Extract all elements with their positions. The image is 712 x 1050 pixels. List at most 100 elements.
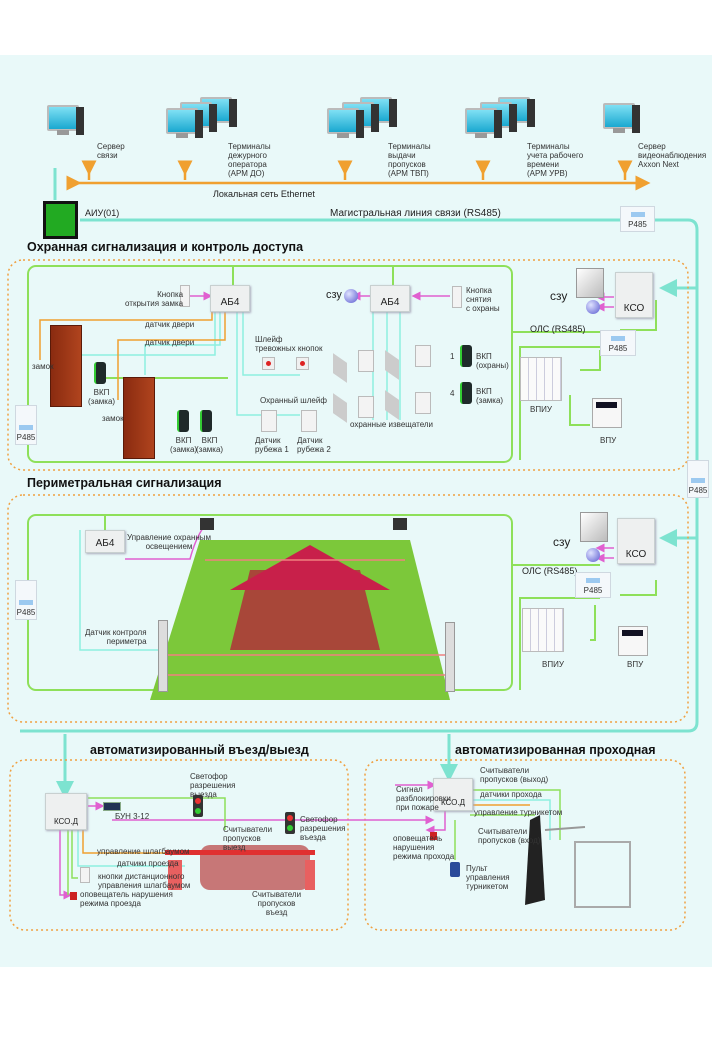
video-server-computer-icon (603, 103, 640, 133)
label-server-comm: Сервер связи (97, 142, 125, 160)
card-reader-icon (460, 345, 472, 367)
terminal-computer-icon (465, 108, 502, 138)
section-title-turnstile: автоматизированная проходная (455, 743, 656, 757)
aiu-device-icon (43, 201, 78, 239)
label-lock-1: замок (32, 362, 54, 371)
label-bun: БУН 3-12 (115, 812, 150, 821)
alarm-button-icon (296, 357, 309, 370)
ksod-unit-vehicle: КСО.Д (45, 793, 87, 830)
vpu-keypad (592, 398, 622, 428)
security-detector-icon (358, 350, 374, 372)
security-detector-icon (415, 345, 431, 367)
terminal-computer-icon (166, 108, 203, 138)
ksod-label: КСО.Д (53, 817, 79, 826)
szu-panel-icon (576, 268, 604, 298)
label-vkp-lock-2: ВКП (замка) (170, 436, 198, 454)
p485-label: Р485 (16, 608, 36, 617)
label-light-exit: Светофор разрешения выезда (190, 772, 236, 799)
label-ols: ОЛС (RS485) (530, 324, 586, 334)
label-pass-sensors: датчики проезда (117, 859, 179, 868)
label-disarm-button: Кнопка снятия с охраны (466, 286, 500, 313)
kso-label: КСО (625, 549, 647, 560)
violation-alarm-icon (70, 892, 77, 900)
vpiu-panel (522, 608, 564, 652)
label-sensor-1: Датчик рубежа 1 (255, 436, 289, 454)
p485-perimeter-left: Р485 (15, 580, 37, 620)
ab4-label: АБ4 (380, 297, 400, 308)
ksod-label: КСО.Д (440, 798, 466, 807)
perimeter-sensor-post (158, 620, 168, 692)
card-reader-icon (177, 410, 189, 432)
barrier-wires (82, 804, 530, 854)
section-title-vehicle: автоматизированный въезд/выезд (90, 743, 309, 757)
vehicle-gate (165, 795, 315, 890)
ab4-unit-2: АБ4 (370, 285, 410, 312)
label-remote-buttons: кнопки дистанционного управления шлагбау… (98, 872, 191, 890)
p485-access-left: Р485 (15, 405, 37, 445)
section-frames (7, 259, 689, 931)
security-detector-icon (358, 396, 374, 418)
p485-label: Р485 (608, 344, 628, 353)
label-open-button: Кнопка открытия замка (125, 290, 184, 308)
label-alarm-loop: Шлейф тревожных кнопок (255, 335, 323, 353)
kso-label: КСО (623, 303, 645, 314)
violation-alarm-icon (430, 832, 437, 840)
card-reader-icon (460, 382, 472, 404)
vpu-keypad (618, 626, 648, 656)
p485-label: Р485 (583, 586, 603, 595)
label-lock-2: замок (102, 414, 124, 423)
label-sensor-2: Датчик рубежа 2 (297, 436, 331, 454)
label-fire-signal: Сигнал разблокировки при пожаре (396, 785, 451, 812)
kso-unit-perimeter: КСО (617, 518, 655, 564)
label-readers-in: Считыватели пропусков (вход) (478, 827, 541, 845)
pass-sensor-wires (77, 799, 551, 867)
turnstile (525, 815, 631, 908)
label-n4: 4 (450, 389, 455, 398)
ab4-unit-1: АБ4 (210, 285, 250, 312)
label-barrier-ctrl: управление шлагбаумом (97, 847, 190, 856)
ab4-label: АБ4 (95, 538, 115, 549)
label-pass-sensors-turnstile: датчики прохода (480, 790, 542, 799)
label-vkp-guard: ВКП (охраны) (476, 352, 509, 370)
bun-display-icon (103, 802, 121, 811)
reader-wires (67, 789, 561, 895)
label-video-server: Сервер видеонаблюдения Axxon Next (638, 142, 707, 169)
server-computer-icon (47, 105, 84, 135)
vpiu-panel (520, 357, 562, 401)
label-readers-exit: Считыватели пропусков выезд (223, 825, 273, 852)
door-icon (50, 325, 82, 407)
label-violation-vehicle: оповещатель нарушения режима проезда (80, 890, 173, 908)
disarm-button-icon (452, 286, 462, 308)
p485-right: Р485 (687, 460, 709, 498)
card-reader-icon (94, 362, 106, 384)
szu-siren-icon (586, 300, 600, 314)
label-readers-entry: Считыватели пропусков въезд (252, 890, 302, 917)
boundary-sensor-icon (301, 410, 317, 432)
kso-unit: КСО (615, 272, 653, 318)
label-vpu: ВПУ (600, 436, 617, 445)
label-trunk: Магистральная линия связи (RS485) (330, 208, 501, 219)
label-readers-out: Считыватели пропусков (выход) (480, 766, 549, 784)
label-perimeter-sensor: Датчик контроля периметра (85, 628, 147, 646)
p485-label: Р485 (628, 220, 647, 229)
label-terminals-urv: Терминалы учета рабочего времени (АРМ УР… (527, 142, 584, 178)
label-light-entry: Светофор разрешения въезда (300, 815, 346, 842)
szu-siren-icon (344, 289, 358, 303)
szu-siren-icon (586, 548, 600, 562)
label-ols-perimeter: ОЛС (RS485) (522, 566, 578, 576)
szu-panel-icon (580, 512, 608, 542)
label-door-sensor-1: датчик двери (145, 320, 195, 329)
ab4-label: АБ4 (220, 297, 240, 308)
ab4-unit-perimeter: АБ4 (85, 530, 125, 553)
p485-access: Р485 (600, 330, 636, 356)
control-wires (59, 291, 614, 900)
floodlight-icon (200, 518, 214, 530)
label-detectors: охранные извещатели (350, 420, 434, 429)
label-vpiu-perimeter: ВПИУ (542, 660, 564, 669)
remote-control-icon (450, 862, 460, 877)
p485-label: Р485 (16, 433, 36, 442)
label-turnstile-ctrl: управление турникетом (474, 808, 563, 817)
label-szu-kso: сзу (550, 289, 568, 303)
card-reader-icon (200, 410, 212, 432)
